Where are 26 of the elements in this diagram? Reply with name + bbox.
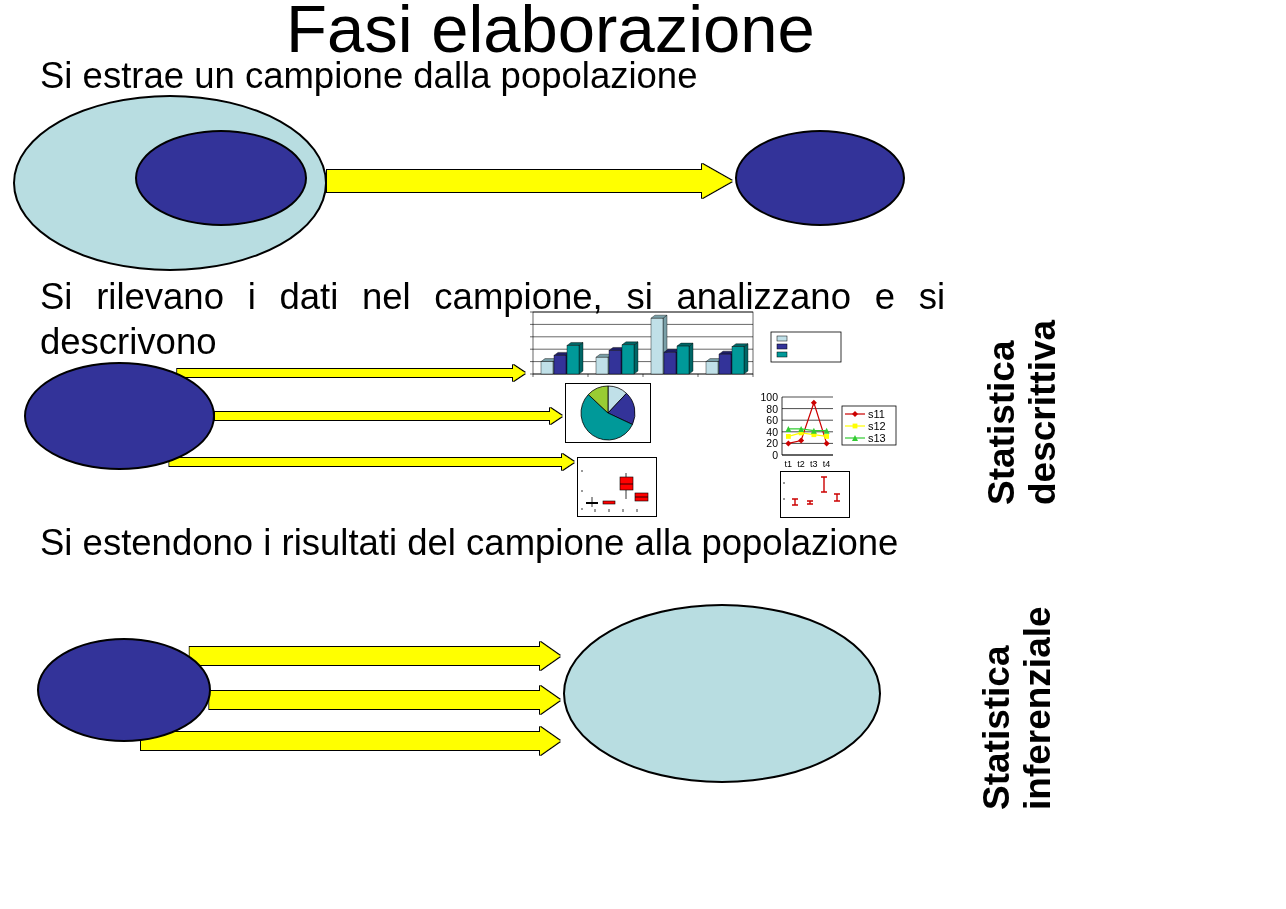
box-plot xyxy=(577,457,657,517)
axis-tick-label: t2 xyxy=(797,459,805,469)
axis-tick-label: 40 xyxy=(766,425,778,438)
block-arrow xyxy=(209,686,560,714)
axis-tick-label: 100 xyxy=(760,391,778,403)
block-arrow xyxy=(177,365,525,381)
legend-label: s13 xyxy=(868,432,886,444)
block-arrow xyxy=(189,642,560,670)
axis-tick-label: 80 xyxy=(766,402,778,415)
pie-chart xyxy=(565,383,651,443)
block-arrow xyxy=(215,408,562,424)
axis-tick-label: t1 xyxy=(784,459,793,469)
axis-tick-label: t4 xyxy=(822,459,831,469)
axis-tick-label: 60 xyxy=(766,414,778,427)
step-description: Si estrae un campione dalla popolazione xyxy=(40,55,698,97)
axis-tick-label: t3 xyxy=(810,459,818,469)
legend-label: s12 xyxy=(868,420,886,432)
axis-tick-label: 20 xyxy=(766,437,778,450)
axis-tick-label: 0 xyxy=(772,449,778,461)
section-heading: Statistica descrittiva xyxy=(981,318,1063,505)
step-description: Si estendono i risultati del campione alla popolazione xyxy=(40,522,899,564)
block-arrow xyxy=(327,164,732,198)
legend-label: s11 xyxy=(868,408,885,420)
block-arrow xyxy=(169,454,574,470)
section-heading: Statistica inferenziale xyxy=(976,605,1058,810)
block-arrow xyxy=(141,727,560,755)
